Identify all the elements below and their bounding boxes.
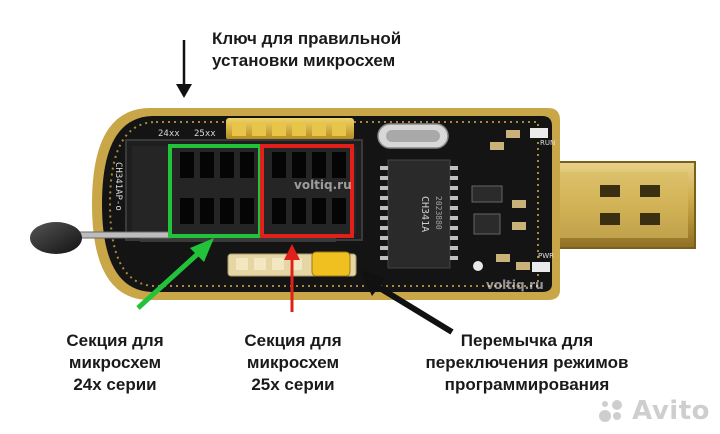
run-label: RUN xyxy=(540,139,555,147)
model-label: CH341AP-o xyxy=(113,162,123,211)
silk-24: 24xx xyxy=(158,129,180,139)
jumper-line2: переключения режимов xyxy=(425,353,629,372)
key-label: Ключ для правильной установки микросхем xyxy=(212,28,401,72)
avito-watermark: Avito xyxy=(596,396,710,426)
avito-logo-icon xyxy=(599,400,623,422)
red-frame-25 xyxy=(260,144,354,238)
pwr-label: PWR xyxy=(538,252,554,260)
smd-components xyxy=(471,128,550,272)
watermark-1: voltiq.ru xyxy=(294,178,352,192)
key-label-line2: установки микросхем xyxy=(212,51,396,70)
crystal xyxy=(377,123,449,149)
jumper-line1: Перемычка для xyxy=(460,331,594,350)
key-arrow xyxy=(176,40,192,98)
jumper-line3: программирования xyxy=(444,375,610,394)
black-arrow xyxy=(360,270,454,335)
jumper-label: Перемычка для переключения режимов прогр… xyxy=(412,330,642,396)
usb-connector xyxy=(530,156,696,254)
section24-line3: 24х серии xyxy=(73,375,157,394)
section25-line2: микросхем xyxy=(246,353,340,372)
avito-text: Avito xyxy=(632,396,710,426)
chip-label: CH341A xyxy=(419,196,430,232)
section25-label: Секция для микросхем 25х серии xyxy=(218,330,368,396)
top-pin-header xyxy=(226,118,354,140)
ch341a-chip xyxy=(380,159,458,269)
silk-25: 25xx xyxy=(194,129,216,139)
green-arrow xyxy=(136,238,214,310)
chip-code: 2023880 xyxy=(434,196,443,230)
watermark-2: voltiq.ru xyxy=(486,278,544,292)
section25-line1: Секция для xyxy=(244,331,342,350)
key-label-line1: Ключ для правильной xyxy=(212,29,402,48)
section24-label: Секция для микросхем 24х серии xyxy=(40,330,190,396)
red-arrow xyxy=(284,244,300,312)
section24-line1: Секция для xyxy=(66,331,164,350)
section25-line3: 25х серии xyxy=(251,375,335,394)
section24-line2: микросхем xyxy=(68,353,162,372)
zif-socket xyxy=(125,139,363,242)
